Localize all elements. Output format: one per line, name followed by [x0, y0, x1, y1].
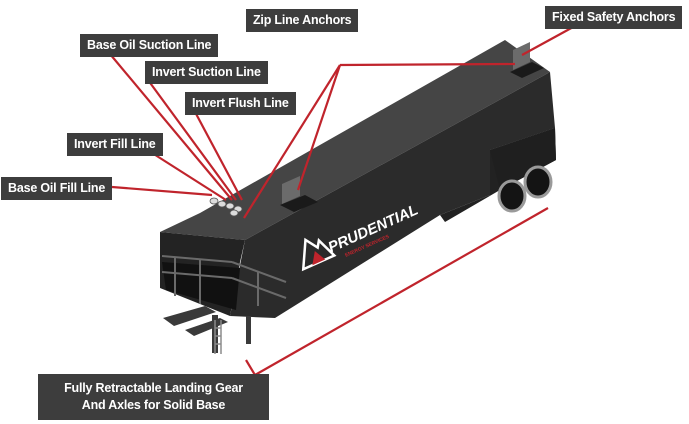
label-base-oil-suction-line: Base Oil Suction Line [80, 34, 219, 57]
label-invert-suction-line: Invert Suction Line [145, 61, 268, 84]
label-landing-gear: Fully Retractable Landing Gear And Axles… [38, 374, 269, 420]
callout-invert-suction [147, 79, 237, 201]
callout-zip-3 [243, 64, 341, 219]
label-zip-line-anchors: Zip Line Anchors [246, 9, 359, 32]
fixed-safety-anchor-rear [510, 42, 544, 78]
callout-invert-flush [193, 109, 243, 201]
callout-base-oil-suction [109, 53, 233, 201]
trailer-roof [160, 40, 550, 240]
front-railing [161, 255, 287, 306]
label-invert-fill-line: Invert Fill Line [67, 133, 163, 156]
ladder [214, 320, 222, 354]
trailer-side [230, 72, 555, 318]
callout-base-oil-fill [111, 185, 213, 197]
label-invert-flush-line: Invert Flush Line [185, 92, 296, 115]
label-landing-gear-line1: Fully Retractable Landing Gear [64, 381, 243, 395]
callout-zip-2 [339, 62, 516, 67]
mountain-logo-icon [301, 237, 337, 272]
pipe-connections [209, 197, 243, 217]
label-base-oil-fill-line: Base Oil Fill Line [1, 177, 113, 200]
label-fixed-safety-anchors: Fixed Safety Anchors [545, 6, 683, 29]
label-landing-gear-line2: And Axles for Solid Base [81, 398, 226, 412]
callout-fixed-safety [521, 25, 576, 56]
tank-trailer: PRUDENTIAL ENERGY SERVICES [160, 40, 556, 354]
callout-zip-1 [296, 64, 342, 191]
callout-lines [109, 25, 576, 376]
rear-wheels [497, 165, 553, 213]
gooseneck [490, 128, 556, 190]
zip-line-anchor-front [280, 176, 318, 212]
callout-landing-gear-b [245, 359, 256, 376]
callout-landing-gear-a [254, 207, 549, 376]
